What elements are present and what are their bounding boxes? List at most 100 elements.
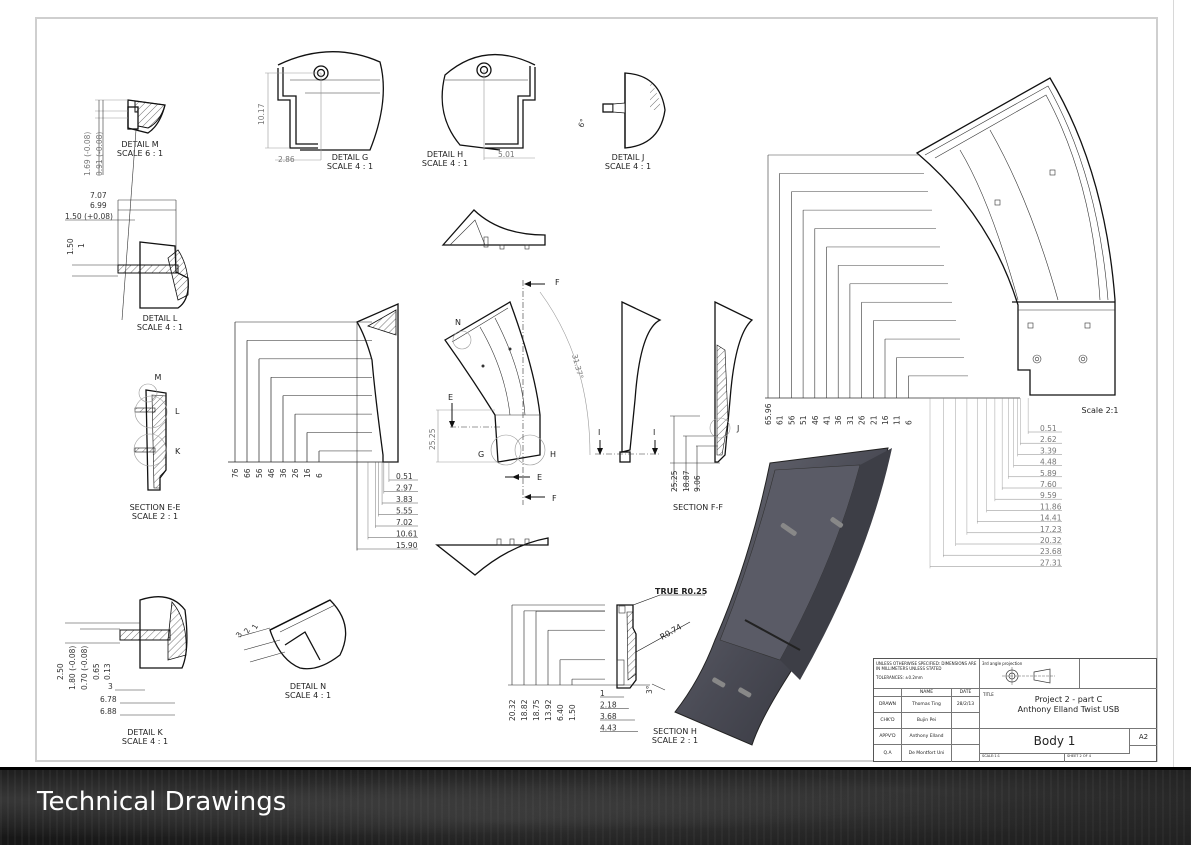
role-qa: Q.A bbox=[874, 745, 902, 762]
detail-k-scale: SCALE 4 : 1 bbox=[122, 737, 168, 746]
dim-text: 3.83 bbox=[396, 495, 413, 504]
callout-g: G bbox=[478, 450, 484, 459]
dim-text: 10.61 bbox=[396, 530, 418, 539]
callout-k: K bbox=[175, 447, 181, 456]
header-date: DATE bbox=[952, 689, 980, 697]
detail-l-scale: SCALE 4 : 1 bbox=[137, 323, 183, 332]
callout-l: L bbox=[175, 407, 180, 416]
approved-by: Anthony Elland bbox=[902, 729, 952, 745]
project-subtitle: Anthony Elland Twist USB bbox=[1017, 705, 1120, 714]
dim-text: 6.40 bbox=[556, 704, 565, 721]
detail-g-title: DETAIL G bbox=[332, 153, 369, 162]
detail-n: 3 2 1 DETAIL N SCALE 4 : 1 bbox=[234, 599, 347, 700]
dim-text: 11 bbox=[893, 415, 902, 425]
callout-e: E bbox=[448, 393, 453, 402]
project-title: Project 2 - part C bbox=[1034, 695, 1103, 704]
dim-text: 2.62 bbox=[1040, 435, 1057, 444]
dim-text: 25.25 bbox=[428, 428, 437, 450]
dim-text: 13.92 bbox=[544, 699, 553, 721]
callout-h: H bbox=[550, 450, 556, 459]
dim-text: 6° bbox=[576, 117, 587, 128]
detail-g: 10.17 2.86 DETAIL G SCALE 4 : 1 bbox=[257, 51, 384, 171]
dim-text: 51 bbox=[799, 415, 808, 425]
section-e-e-title: SECTION E-E bbox=[130, 503, 181, 512]
dim-text: 1 bbox=[250, 622, 260, 631]
detail-h: 5.01 DETAIL H SCALE 4 : 1 bbox=[422, 54, 536, 168]
detail-n-title: DETAIL N bbox=[290, 682, 326, 691]
callout-i: I bbox=[653, 428, 655, 437]
dim-text: 3 bbox=[108, 682, 113, 691]
dim-text: 0.91 (-0.08) bbox=[95, 132, 104, 176]
tolerance-text: TOLERANCES: ±0.2mm bbox=[876, 675, 923, 680]
dim-text: 2.50 bbox=[56, 663, 65, 680]
dim-text: 2.18 bbox=[600, 701, 617, 710]
section-f-f: I I J 25.25 18.87 9.06 SECTION F-F bbox=[595, 300, 754, 512]
dim-text: 6 bbox=[315, 473, 324, 478]
title-header: TITLE bbox=[983, 692, 994, 697]
detail-j-scale: SCALE 4 : 1 bbox=[605, 162, 651, 171]
dim-text: 46 bbox=[267, 468, 276, 478]
dim-text: 11.86 bbox=[1040, 502, 1062, 511]
dim-text: 0.13 bbox=[103, 663, 112, 680]
callout-f: F bbox=[552, 494, 557, 503]
dim-text: 6.88 bbox=[100, 707, 117, 716]
qa-date bbox=[952, 745, 980, 762]
dim-text: 0.51 bbox=[1040, 424, 1057, 433]
header-name: NAME bbox=[902, 689, 952, 697]
detail-j-title: DETAIL J bbox=[612, 153, 645, 162]
side-view bbox=[356, 303, 399, 550]
detail-l: 7.07 6.99 1.50 (+0.08) 1.50 1 DETAIL L S… bbox=[65, 191, 189, 332]
dim-text: 25.25 bbox=[670, 470, 679, 492]
dim-text: 46 bbox=[811, 415, 820, 425]
scale-cell: SCALE:1:1 bbox=[980, 754, 1065, 762]
detail-m: 1.69 (-0.08) 0.91 (-0.08) DETAIL M SCALE… bbox=[83, 99, 166, 321]
dim-text: 21 bbox=[869, 415, 878, 425]
detail-m-scale: SCALE 6 : 1 bbox=[117, 149, 163, 158]
title-cell: TITLE Project 2 - part C Anthony Elland … bbox=[980, 689, 1157, 729]
dim-text: 16 bbox=[303, 468, 312, 478]
checked-by: Bujin Pei bbox=[902, 713, 952, 729]
detail-g-scale: SCALE 4 : 1 bbox=[327, 162, 373, 171]
dim-text: 9.59 bbox=[1040, 491, 1057, 500]
dim-text: 31 bbox=[846, 415, 855, 425]
role-drawn: DRAWN bbox=[874, 697, 902, 713]
dim-text: 1 bbox=[77, 243, 86, 248]
callout-n: N bbox=[455, 318, 461, 327]
drawn-by: Thomas Ting bbox=[902, 697, 952, 713]
approved-date bbox=[952, 729, 980, 745]
role-approved: APPV'D bbox=[874, 729, 902, 745]
main-view: Scale 2:1 bbox=[915, 77, 1118, 415]
dim-text: 3.68 bbox=[600, 712, 617, 721]
dim-text: 65.96 bbox=[764, 403, 773, 425]
dim-text: 7.60 bbox=[1040, 480, 1057, 489]
dim-text: 41 bbox=[823, 415, 832, 425]
dim-text: 4.48 bbox=[1040, 458, 1057, 467]
detail-h-scale: SCALE 4 : 1 bbox=[422, 159, 468, 168]
dim-text: 15.90 bbox=[396, 541, 418, 550]
note-text: UNLESS OTHERWISE SPECIFIED: DIMENSIONS A… bbox=[876, 661, 977, 671]
dim-text: 36 bbox=[279, 468, 288, 478]
dim-text: 6.99 bbox=[90, 201, 107, 210]
dim-text: 2 bbox=[242, 626, 252, 635]
front-view: N E E F F G H 31.37° 25.25 bbox=[428, 278, 591, 505]
role-checked: CHK'D bbox=[874, 713, 902, 729]
drawing-border bbox=[35, 17, 1158, 762]
dim-text: 18.75 bbox=[532, 699, 541, 721]
angle-text: 31.37° bbox=[570, 353, 585, 380]
dim-text: 16 bbox=[881, 415, 890, 425]
projection-cell: 3rd angle projection bbox=[980, 659, 1080, 689]
dim-text: 1.50 bbox=[66, 238, 75, 255]
drawing-canvas: 1.69 (-0.08) 0.91 (-0.08) DETAIL M SCALE… bbox=[56, 51, 1118, 746]
dim-text: 2.86 bbox=[278, 155, 295, 164]
note-true-r025: TRUE R0.25 bbox=[655, 587, 708, 596]
page-edge bbox=[1173, 0, 1174, 767]
bottom-view bbox=[435, 537, 549, 576]
detail-h-title: DETAIL H bbox=[427, 150, 463, 159]
dim-text: 0.51 bbox=[396, 472, 413, 481]
section-e-e-scale: SCALE 2 : 1 bbox=[132, 512, 178, 521]
qa-by: De Montfort Uni bbox=[902, 745, 952, 762]
dim-text: 1 bbox=[600, 689, 605, 698]
sheet-number: SHEET 2 OF 4 bbox=[1067, 754, 1091, 758]
dim-text: 56 bbox=[787, 415, 796, 425]
